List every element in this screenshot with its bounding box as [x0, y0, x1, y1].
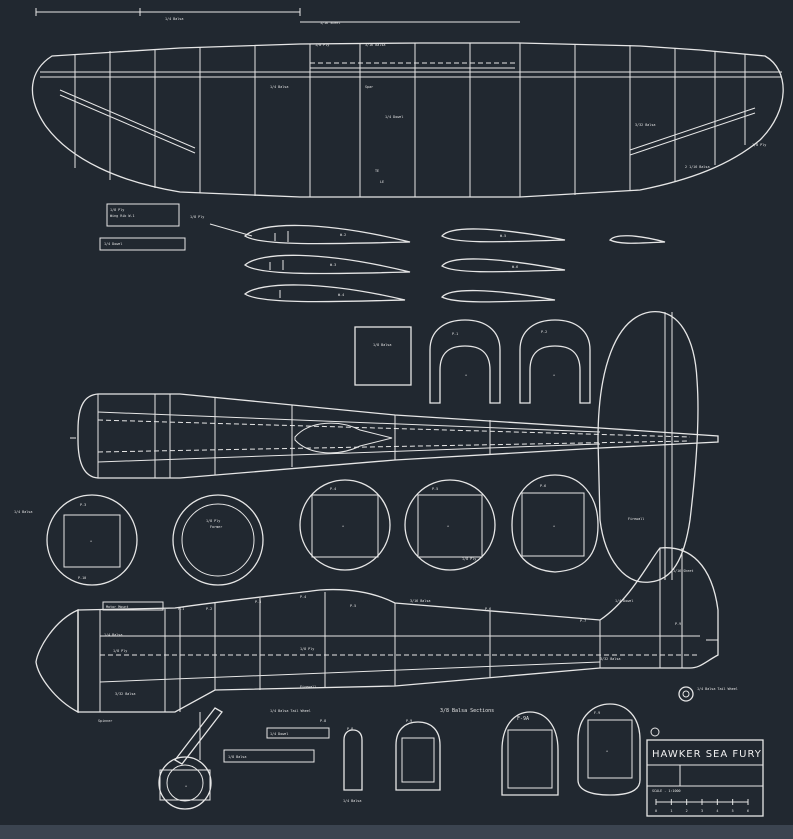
- wing-ribs-section: 1/8 Ply Wing Rib W-1 1/4 Dowel 1/8 Ply W…: [99, 203, 666, 303]
- center-mark: +: [465, 373, 467, 377]
- label: 1/8 Balsa: [373, 343, 391, 347]
- label: 1/8 Balsa: [228, 755, 246, 759]
- label: 3/32 Balsa: [600, 657, 620, 661]
- scale-tick-label: 6: [747, 809, 749, 813]
- label: 1/4 Dowel: [615, 599, 633, 603]
- label: W-5: [500, 234, 506, 238]
- scale-bar: 0 1 2 3 4 5 6: [655, 799, 749, 813]
- label: P-3: [80, 503, 86, 507]
- fuselage-top-view: [70, 393, 719, 479]
- label: W-3: [330, 263, 336, 267]
- label: 1/8 Ply: [315, 43, 329, 47]
- spinner-icon: [35, 609, 79, 714]
- scale-tick-label: 4: [716, 809, 718, 813]
- label: 1/8 Ply: [300, 647, 314, 651]
- fin-rudder: Firewall: [597, 311, 699, 583]
- label: 1/4 Balsa Tail Wheel: [697, 687, 738, 691]
- label: 2 1/16 Balsa: [685, 165, 710, 169]
- scale-tick-label: 5: [732, 809, 734, 813]
- scale-tick-label: 3: [701, 809, 703, 813]
- label: P-1: [452, 332, 458, 336]
- label: 1/8 Ply: [206, 519, 220, 523]
- label: 1/4 Dowel: [104, 242, 122, 246]
- label: 3/32 Balsa: [635, 123, 655, 127]
- label: P-9: [406, 719, 412, 723]
- label: 1/4 Balsa: [343, 799, 361, 803]
- label: P-7: [580, 619, 586, 623]
- label: P-3: [255, 600, 261, 604]
- scale-label: SCALE - 1:1000: [652, 789, 681, 793]
- label: P-10: [78, 576, 86, 580]
- label: F-9: [594, 711, 600, 715]
- center-mark: +: [185, 784, 187, 788]
- wing-plan-view: 1/4 Balsa 1/16 Sheet 1/8 Ply 3/16 Balsa …: [31, 8, 784, 198]
- label: Motor Mount: [106, 605, 128, 609]
- label: P-6: [540, 484, 546, 488]
- label: P-2: [206, 607, 212, 611]
- label: W-2: [340, 233, 346, 237]
- formers-row-1: 1/8 Balsa P-1 + P-2 +: [354, 319, 591, 404]
- label: Wing Rib W-1: [110, 214, 135, 218]
- center-mark: +: [606, 749, 608, 753]
- label: P-2: [541, 330, 547, 334]
- label: P-5: [432, 487, 438, 491]
- label: P-1: [178, 607, 184, 611]
- label: P-6: [485, 607, 491, 611]
- label: LE: [380, 180, 384, 184]
- label: 1/4 Balsa Tail Wheel: [270, 709, 311, 713]
- title-block: HAWKER SEA FURY SCALE - 1:1000 0 1 2 3 4 5 6: [646, 727, 764, 817]
- label: P-4: [330, 487, 336, 491]
- label: 1/4 Balsa: [270, 85, 288, 89]
- label: 1/8 Ply: [110, 208, 124, 212]
- label: P-9: [675, 622, 681, 626]
- label: 1/4 Balsa: [14, 510, 32, 514]
- scale-tick-label: 0: [655, 809, 657, 813]
- label: P-5: [350, 604, 356, 608]
- label: Former: [210, 525, 222, 529]
- label: 1/4 Balsa: [165, 17, 183, 21]
- label: 3/16 Balsa: [365, 43, 385, 47]
- label: 3/32 Balsa: [115, 692, 135, 696]
- label: F-9A: [517, 716, 529, 722]
- label: P-8: [320, 719, 326, 723]
- center-mark: +: [447, 524, 449, 528]
- center-mark: +: [342, 524, 344, 528]
- label: W-4: [338, 293, 344, 297]
- formers-row-3: 1/8 Balsa 1/4 Dowel P-8 1/4 Balsa P-9 F-…: [223, 703, 641, 803]
- drawing-title: HAWKER SEA FURY: [652, 749, 762, 760]
- label: 1/8 Ply: [190, 215, 204, 219]
- center-mark: +: [553, 524, 555, 528]
- formers-row-2: P-3 1/4 Balsa + P-10 1/8 Ply Former P-4 …: [14, 474, 599, 586]
- label: Spinner: [98, 719, 112, 723]
- center-mark: +: [553, 373, 555, 377]
- fuselage-side-view: 1/4 Balsa Tail Wheel + Motor Mount 1/4 B…: [35, 547, 738, 810]
- label: 1/4 Dowel: [270, 732, 288, 736]
- label: P-8: [347, 727, 353, 731]
- scale-tick-label: 2: [686, 809, 688, 813]
- label: TE: [375, 169, 379, 173]
- label: 1/16 Sheet: [673, 569, 693, 573]
- label: Firewall: [300, 685, 316, 689]
- status-bar: [0, 825, 793, 839]
- label: 3/16 Balsa: [410, 599, 430, 603]
- label: 1/8 Ply: [113, 649, 127, 653]
- label: 3/8 Balsa Sections: [440, 708, 494, 714]
- scale-tick-label: 1: [670, 809, 672, 813]
- label: 1/4 Dowel: [385, 115, 403, 119]
- center-mark: +: [90, 539, 92, 543]
- label: 1/4 Balsa: [104, 633, 122, 637]
- label: Spar: [365, 85, 373, 89]
- label: 1/8 Ply: [752, 143, 766, 147]
- label: 1/16 Sheet: [320, 21, 340, 25]
- label: P-4: [300, 595, 306, 599]
- label: W-6: [512, 265, 518, 269]
- label: 1/8 Ply: [462, 557, 476, 561]
- label: Firewall: [628, 517, 644, 521]
